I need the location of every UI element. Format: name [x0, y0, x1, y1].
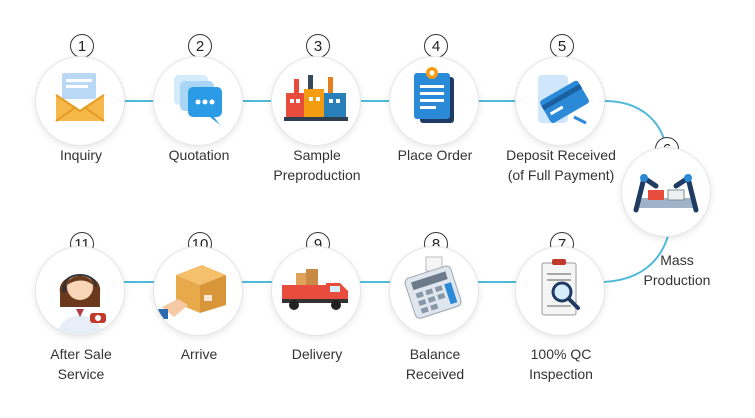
- package-hands-icon: [158, 265, 226, 319]
- envelope-icon: [55, 73, 105, 122]
- connector-6-7: [603, 235, 669, 283]
- step-label: Inquiry: [59, 147, 103, 163]
- step-label: Quotation: [168, 147, 230, 163]
- step-icon-circle: [390, 247, 478, 335]
- step-label: Balance Received: [405, 346, 465, 382]
- step-number: 2: [188, 34, 212, 58]
- connector-5-6: [603, 100, 667, 147]
- step-label: After Sale Service: [50, 346, 112, 382]
- step-icon-circle: [36, 57, 124, 145]
- step-number: 3: [306, 34, 330, 58]
- clipboard-order-icon: [414, 67, 454, 123]
- step-label: Place Order: [397, 147, 473, 163]
- step-icon-circle: [390, 57, 478, 145]
- chat-bubbles-icon: [174, 75, 222, 125]
- step-label: Arrive: [180, 346, 218, 362]
- service-agent-icon: [58, 274, 106, 335]
- pos-terminal-icon: [404, 256, 462, 319]
- step-label: Mass Production: [643, 252, 711, 288]
- step-icon-circle: [516, 247, 604, 335]
- credit-card-icon: [538, 75, 589, 125]
- step-icon-circle: [154, 57, 242, 145]
- factory-icon: [284, 75, 348, 121]
- step-label: 100% QC Inspection: [529, 346, 593, 382]
- truck-icon: [282, 269, 348, 310]
- step-number: 4: [424, 34, 448, 58]
- step-label: Sample Preproduction: [273, 147, 361, 183]
- step-number: 5: [550, 34, 574, 58]
- robot-arm-production-icon: [633, 173, 699, 213]
- step-icon-circle: [622, 148, 710, 236]
- step-label: Delivery: [291, 346, 343, 362]
- step-number: 1: [70, 34, 94, 58]
- step-icon-circle: [272, 247, 360, 335]
- step-icon-circle: [36, 247, 124, 335]
- step-icon-circle: [154, 247, 242, 335]
- step-icon-circle: [516, 57, 604, 145]
- magnifier-document-icon: [541, 259, 580, 316]
- step-icon-circle: [272, 57, 360, 145]
- step-label: Deposit Received (of Full Payment): [506, 147, 616, 183]
